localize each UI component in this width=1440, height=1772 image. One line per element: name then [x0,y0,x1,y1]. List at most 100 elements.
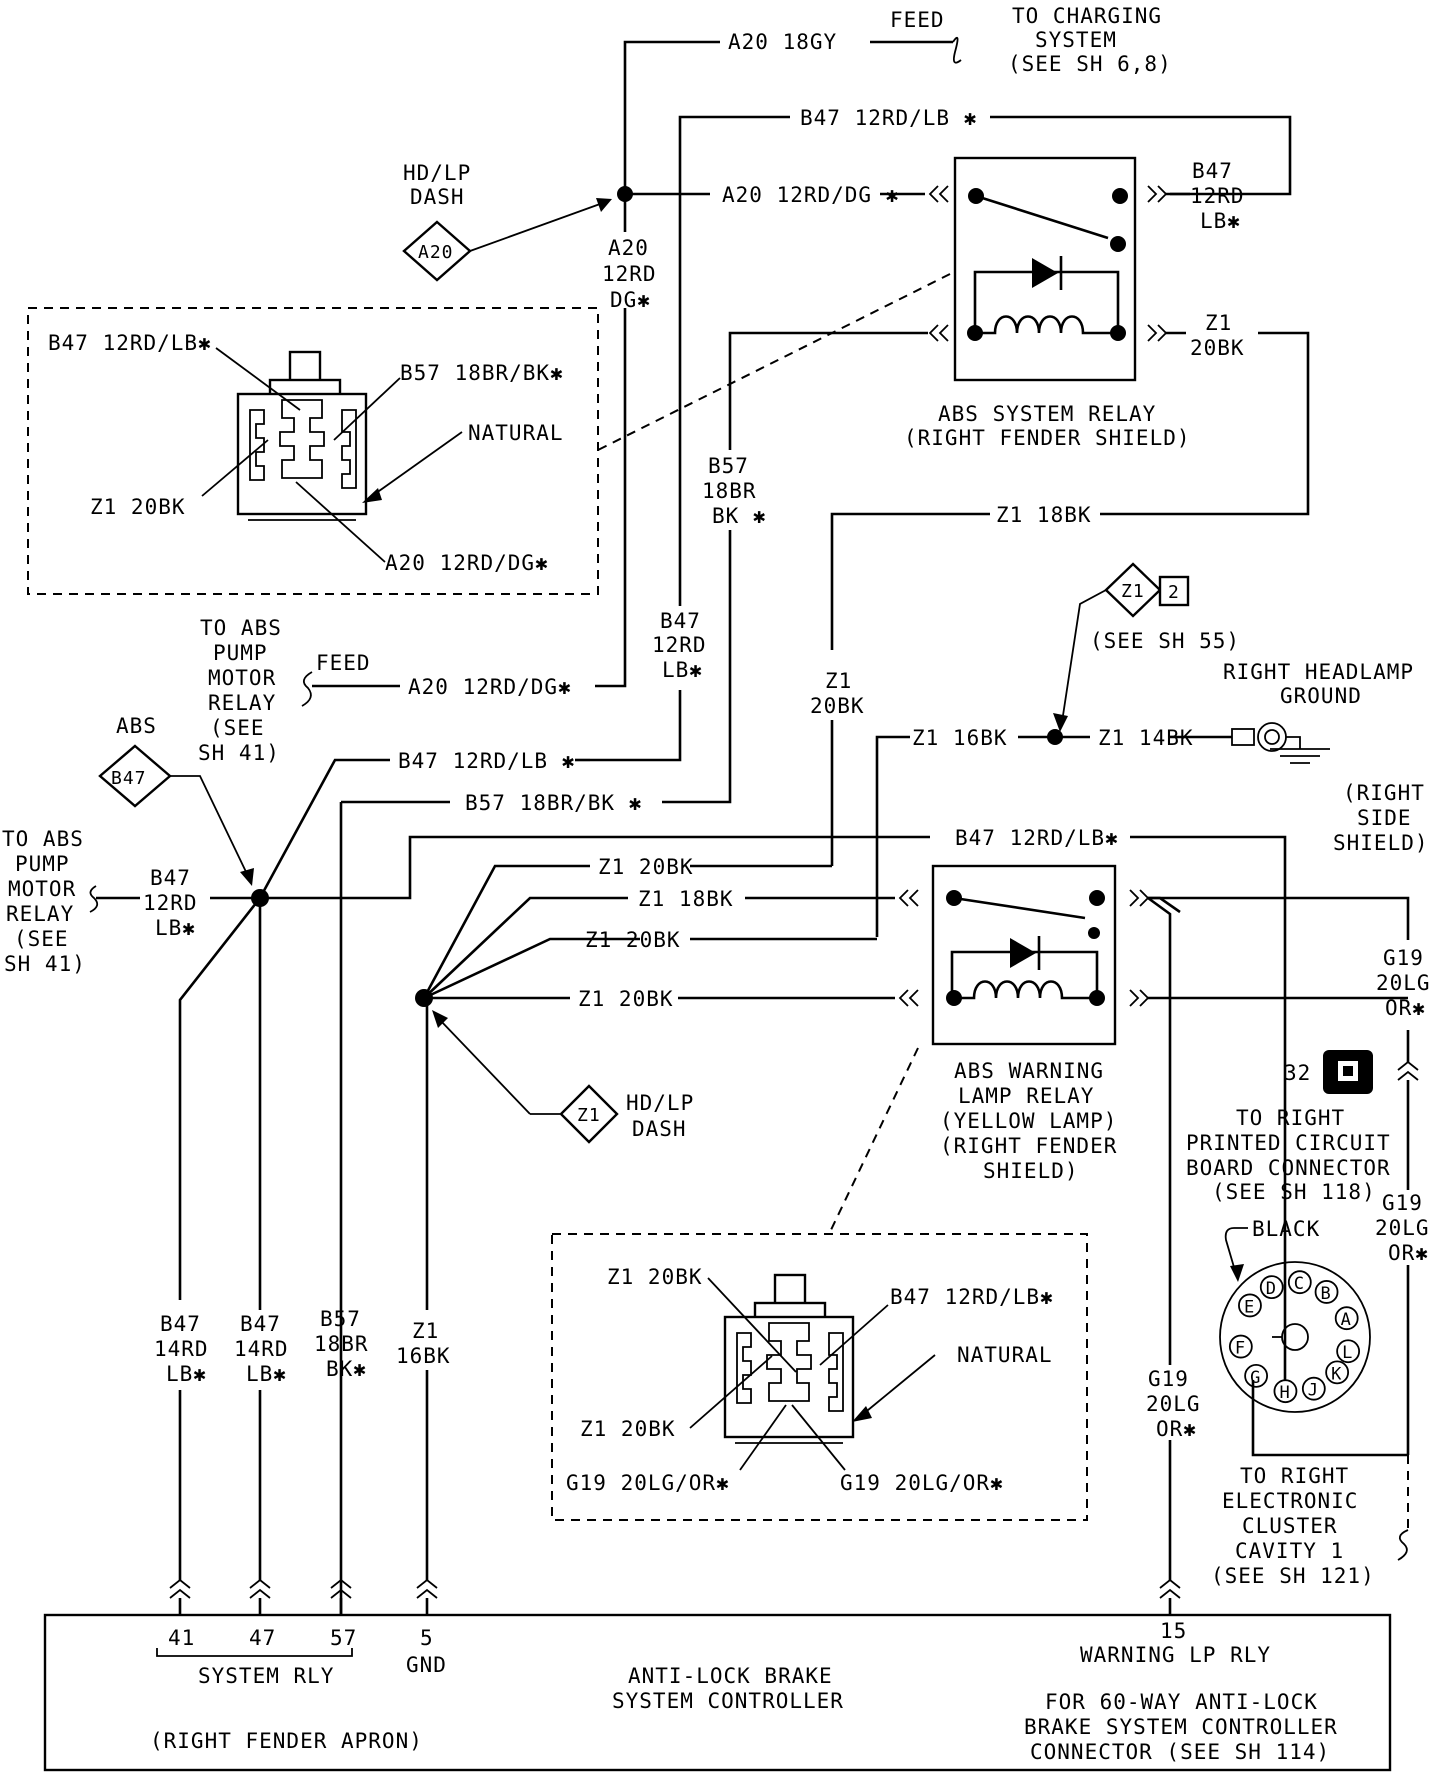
a20-vert-1: A20 [608,236,649,260]
cluster-2: ELECTRONIC [1222,1489,1358,1513]
lamp-relay-name-5: SHIELD) [983,1159,1079,1183]
z1-fan-c: Z1 20BK [585,928,681,952]
z1-fan-d: Z1 20BK [578,987,674,1011]
detail1-a20-label: A20 12RD/DG✱ [385,551,549,575]
hdlp-label-2: DASH [410,185,465,209]
w1-3: LB✱ [166,1362,207,1386]
g19-pcb: G19 20LG OR✱ 32 TO RIGHT PRINTED CIRCUIT… [1186,946,1431,1455]
headlamp-ground: Z1 16BK Z1 14BK RIGHT HEADLAMP GROUND (R… [875,660,1429,937]
w2-2: 14RD [234,1337,289,1361]
pin-5: 5 [420,1626,434,1650]
cluster-pin-label: H [1279,1383,1290,1403]
pin-57: 57 [330,1626,357,1650]
headlamp-label-1: RIGHT HEADLAMP [1223,660,1414,684]
b47-mid-label: B47 12RD/LB ✱ [398,749,575,773]
abs-warning-lamp-relay: ABS WARNING LAMP RELAY (YELLOW LAMP) (RI… [898,864,1410,1183]
controller-name-2: SYSTEM CONTROLLER [612,1689,844,1713]
hdlp-label-1: HD/LP [403,161,471,185]
charging-label-3: (SEE SH 6,8) [1008,52,1172,76]
pump-feed-left: TO ABS PUMP MOTOR RELAY (SEE SH 41) B47 … [2,827,260,976]
lamp-relay-name-1: ABS WARNING [954,1059,1104,1083]
b47-left-3: LB✱ [155,916,196,940]
controller-chevrons [169,1578,1181,1615]
cluster-pin-label: A [1341,1310,1352,1330]
pump-left-4: RELAY [6,902,74,926]
black-label: BLACK [1252,1217,1320,1241]
pcb-2: PRINTED CIRCUIT [1186,1131,1391,1155]
side-shield-3: SHIELD) [1333,831,1429,855]
cluster-pin-label: F [1235,1339,1246,1359]
abs-system-relay-name-1: ABS SYSTEM RELAY [938,402,1156,426]
cluster-pin-circle [1273,1379,1298,1404]
relay-detail-link-2 [829,1047,919,1233]
b57-wire: B57 18BR BK ✱ [662,331,928,804]
z1-16bk-label: Z1 16BK [912,726,1008,750]
pcb-3: BOARD CONNECTOR [1186,1156,1391,1180]
cluster-pin-label: G [1250,1368,1261,1388]
w4-1: Z1 [412,1319,439,1343]
pump-feed-top: TO ABS PUMP MOTOR RELAY (SEE SH 41) FEED… [198,616,572,765]
g19-1: G19 [1383,946,1424,970]
g19-2: 20LG [1376,971,1431,995]
pump-left-2: PUMP [15,852,70,876]
warning-lp-rly-label: WARNING LP RLY [1080,1643,1271,1667]
lamp-relay-name-4: (RIGHT FENDER [940,1134,1117,1158]
a20-feed-label: A20 12RD/DG✱ [408,675,572,699]
detail2-z1-bot: Z1 20BK [580,1417,676,1441]
z1-18bk-label: Z1 18BK [996,503,1092,527]
a20-18gy-label: A20 18GY [728,30,837,54]
detail1-b47-label: B47 12RD/LB✱ [48,331,212,355]
gnd-label: GND [406,1653,447,1677]
g19b-2: 20LG [1375,1216,1430,1240]
pcb-4: (SEE SH 118) [1212,1180,1376,1204]
splice-verticals [178,897,429,1580]
pump-left-6: SH 41) [4,952,86,976]
b47-r-2: 12RD [1190,184,1245,208]
g19-3: OR✱ [1385,996,1426,1020]
abs-b47-diamond: ABS B47 [98,714,254,886]
z1-diamond-sheet: 2 [1168,582,1180,603]
see-sh55-label: (SEE SH 55) [1090,629,1240,653]
w3-1: B57 [320,1307,361,1331]
side-shield-2: SIDE [1357,806,1412,830]
b47-splice: B47 12RD/LB ✱ B57 18BR/BK ✱ B47 12RD/LB✱ [251,749,1287,1640]
z1-diamond-text: Z1 [1121,581,1145,602]
detail1-b57-label: B57 18BR/BK✱ [400,361,564,385]
pin-41: 41 [168,1626,195,1650]
cluster-pin-label: C [1294,1274,1305,1294]
cluster-5: (SEE SH 121) [1211,1564,1375,1588]
pin-47: 47 [249,1626,276,1650]
pump-top-5: (SEE [210,716,265,740]
pump-top-4: RELAY [208,691,276,715]
z1-r-1: Z1 [1205,311,1232,335]
pump-top-1: TO ABS [200,616,282,640]
cluster-pin-circle [1259,1275,1284,1300]
g19b-1: G19 [1382,1191,1423,1215]
g19c-3: OR✱ [1156,1417,1197,1441]
hdlp-a20-diamond: HD/LP DASH A20 [402,161,612,282]
a20-main-wire: A20 12RD/DG ✱ A20 12RD DG✱ [595,183,949,688]
g19c-2: 20LG [1146,1392,1201,1416]
cluster-pin-label: E [1244,1297,1255,1317]
cluster-pin-circle [1244,1363,1269,1388]
detail2-natural: NATURAL [957,1343,1053,1367]
b57-v-1: B57 [708,454,749,478]
headlamp-label-2: GROUND [1280,684,1362,708]
cluster-pin-circle [1336,1339,1361,1364]
b57-v-3: BK ✱ [712,504,767,528]
g19c-1: G19 [1148,1367,1189,1391]
z1-sheet-diamond: Z1 2 (SEE SH 55) [1053,562,1240,732]
b57-v-2: 18BR [702,479,757,503]
pin-15: 15 [1160,1619,1187,1643]
detail2-g19-l: G19 20LG/OR✱ [566,1471,730,1495]
detail1-natural-label: NATURAL [468,421,564,445]
w2-1: B47 [240,1312,281,1336]
z1-v-2: 20BK [810,694,865,718]
cluster-3: CLUSTER [1242,1514,1338,1538]
abs-label: ABS [116,714,157,738]
controller-note-3: CONNECTOR (SEE SH 114) [1030,1740,1330,1764]
abs-controller: 41 47 57 5 GND SYSTEM RLY (RIGHT FENDER … [43,1613,1392,1772]
b47-left-1: B47 [150,866,191,890]
b47-top-loop: B47 12RD/LB ✱ [678,106,1292,586]
